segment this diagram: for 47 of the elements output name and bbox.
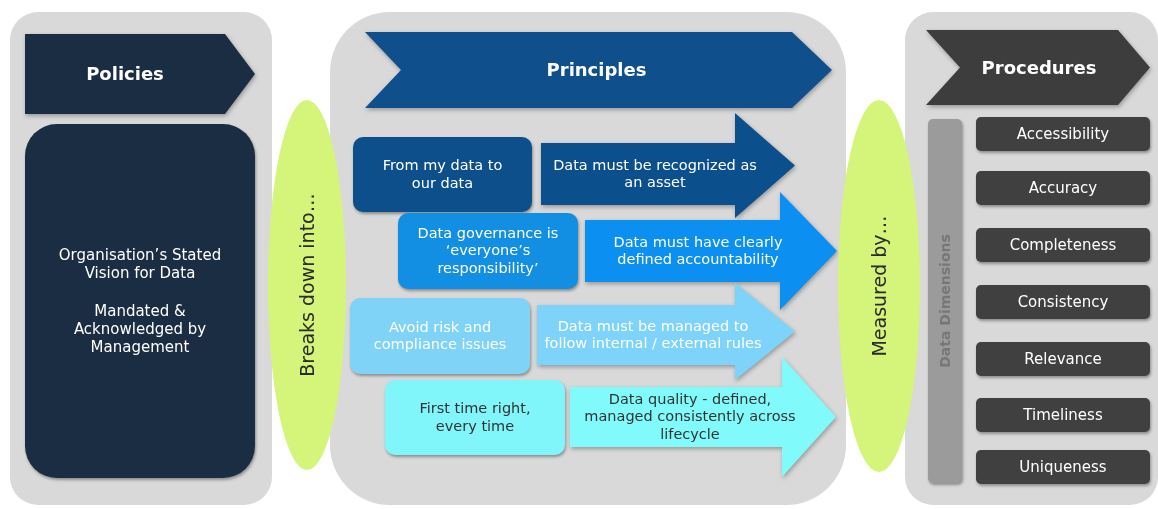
box-label: Mandated & Acknowledged by Management bbox=[72, 302, 208, 356]
box-label: Measured by… bbox=[867, 215, 891, 357]
box-label: Consistency bbox=[1017, 293, 1109, 311]
rounded-box bbox=[976, 171, 1150, 205]
pointed-banner bbox=[541, 113, 795, 218]
rounded-box bbox=[25, 124, 255, 478]
banner-title: Procedures bbox=[981, 56, 1097, 79]
box-label: Breaks down into… bbox=[295, 193, 319, 377]
rounded-box bbox=[976, 117, 1150, 151]
banner-title: Policies bbox=[86, 63, 164, 85]
box-label: Relevance bbox=[1024, 350, 1102, 368]
box-label: Accuracy bbox=[1028, 179, 1098, 197]
box-label: Uniqueness bbox=[1019, 458, 1107, 476]
ellipse bbox=[268, 100, 346, 470]
chevron-banner bbox=[365, 32, 832, 108]
rounded-box bbox=[398, 213, 578, 289]
rounded-box bbox=[976, 342, 1150, 376]
panel-background bbox=[905, 12, 1158, 505]
box-label: From my data to our data bbox=[381, 157, 504, 192]
box-label: Organisation’s Stated Vision for Data bbox=[57, 246, 223, 282]
box-label: Data must be recognized as an asset bbox=[552, 156, 758, 192]
rounded-box bbox=[976, 228, 1150, 262]
chevron-banner bbox=[926, 30, 1150, 105]
box-label: Data must have clearly defined accountability bbox=[612, 233, 784, 269]
panel-background bbox=[330, 12, 846, 505]
chevron-banner bbox=[25, 34, 255, 114]
side-bar bbox=[928, 119, 962, 483]
rounded-box bbox=[976, 398, 1150, 432]
box-label: Data must be managed to follow internal / external rules bbox=[543, 317, 763, 353]
box-label: Timeliness bbox=[1023, 406, 1103, 424]
rounded-box bbox=[353, 137, 532, 212]
box-label: Accessibility bbox=[1016, 125, 1110, 143]
pointed-banner bbox=[537, 283, 795, 380]
box-label: Avoid risk and compliance issues bbox=[372, 318, 508, 354]
panel-background bbox=[10, 12, 272, 505]
box-label: Data quality - defined, managed consistently across lifecycle bbox=[583, 390, 797, 444]
rounded-box bbox=[385, 380, 565, 455]
ellipse bbox=[838, 100, 920, 472]
banner-title: Principles bbox=[546, 59, 647, 81]
pointed-banner bbox=[570, 357, 836, 477]
rounded-box bbox=[976, 285, 1150, 319]
pointed-banner bbox=[585, 192, 837, 310]
rounded-box bbox=[350, 298, 530, 374]
box-label: Completeness bbox=[1009, 236, 1117, 254]
box-label: Data governance is ‘everyone’s responsibility’ bbox=[416, 224, 560, 278]
box-label: First time right, every time bbox=[418, 400, 532, 435]
rounded-box bbox=[976, 450, 1150, 484]
